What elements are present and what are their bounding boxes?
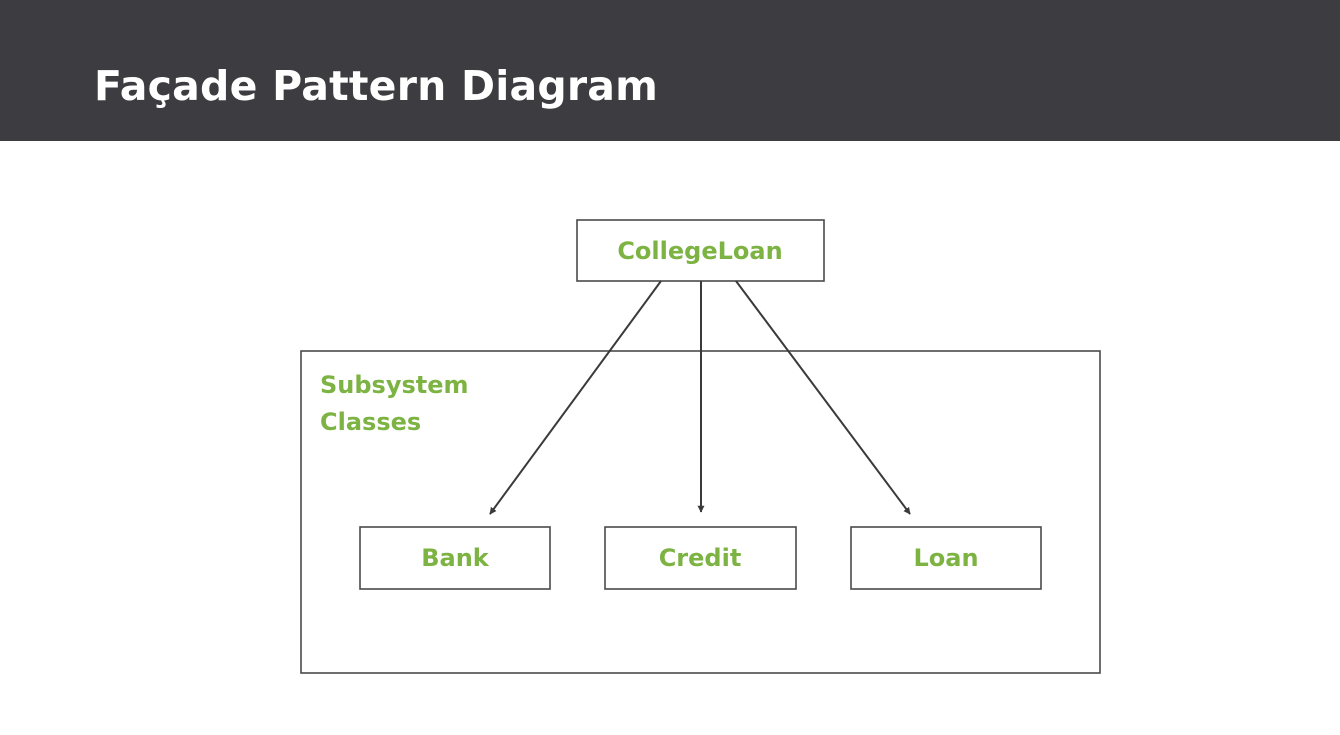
class-node-box	[604, 526, 797, 590]
facade-node: CollegeLoan	[576, 219, 825, 282]
class-node-label: Loan	[913, 544, 978, 572]
class-node-credit: Credit	[604, 526, 797, 590]
subsystem-label-line1: Subsystem	[320, 371, 469, 399]
edge-collegeloan-to-bank	[489, 280, 662, 515]
slide-title: Façade Pattern Diagram	[94, 62, 659, 110]
edge-collegeloan-to-loan	[735, 280, 911, 515]
facade-node-label: CollegeLoan	[617, 237, 782, 265]
class-node-label: Bank	[421, 544, 490, 572]
subsystem-group: Subsystem Classes	[300, 350, 1101, 674]
slide-header: Façade Pattern Diagram	[0, 0, 1340, 141]
subsystem-label-line2: Classes	[320, 408, 421, 436]
class-node-box	[850, 526, 1042, 590]
class-node-loan: Loan	[850, 526, 1042, 590]
class-node-bank: Bank	[359, 526, 551, 590]
class-node-box	[359, 526, 551, 590]
class-node-label: Credit	[659, 544, 742, 572]
